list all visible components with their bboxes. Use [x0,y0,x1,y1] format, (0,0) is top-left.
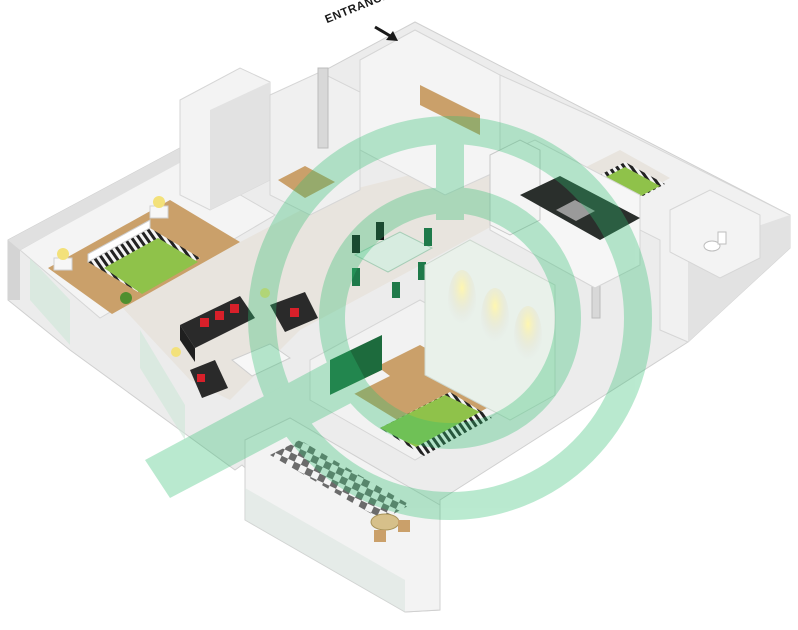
stove-icon [556,200,595,221]
sofa-icon [180,292,318,398]
window [30,258,70,345]
bedroom-master [309,239,556,468]
balcony-glass-railing [245,488,405,612]
toilet-icon [703,231,727,252]
bed-icon [87,219,200,294]
lamp-icon [171,347,181,357]
dining-table-icon [352,222,434,298]
plant-icon [120,292,132,304]
balcony [244,417,441,613]
bedroom-left [8,148,276,345]
fridge-icon [489,139,541,236]
lamp-icon [53,196,169,271]
bed-icon [590,162,665,203]
tv-icon [330,335,390,402]
coffee-table [231,343,291,377]
entrance-arrow-icon [374,25,398,41]
kitchen [489,139,641,289]
window [140,330,185,440]
balcony-tiles [270,440,410,520]
bed-icon [380,392,492,468]
bayut-watermark-icon [145,116,652,520]
lamp-icon [260,288,270,298]
living-room [140,288,318,440]
interior-walls [179,29,791,343]
balcony-table [370,513,410,542]
living-floor [120,160,540,400]
